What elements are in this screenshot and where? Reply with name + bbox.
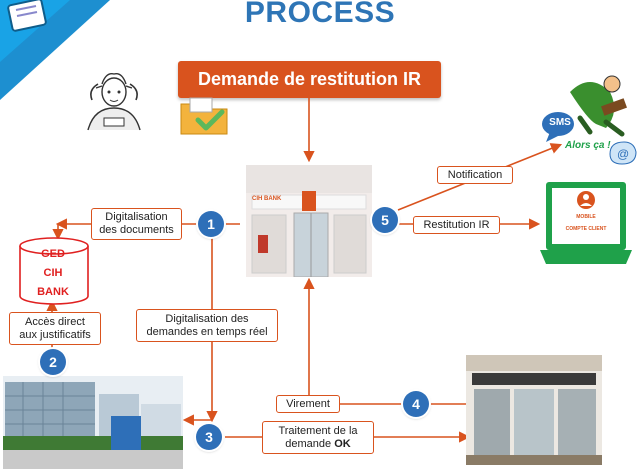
laptop-account-label: COMPTE CLIENT	[565, 226, 607, 232]
svg-text:@: @	[617, 147, 629, 161]
step-2-badge: 2	[40, 349, 66, 375]
laptop-mobile-label: MOBILE	[576, 214, 596, 220]
label-restitution: Restitution IR	[413, 216, 500, 234]
sms-text: SMS	[549, 117, 571, 128]
tablet-corner-icon	[0, 0, 110, 100]
step-4-badge: 4	[403, 391, 429, 417]
stressed-person-icon	[87, 73, 141, 131]
traitement-ok: OK	[334, 437, 351, 450]
ged-database-icon	[19, 237, 89, 305]
label-notification: Notification	[437, 166, 513, 184]
ministry-building	[466, 355, 602, 465]
label-virement: Virement	[276, 395, 340, 413]
step-1-badge: 1	[198, 211, 224, 237]
sms-notification-icon: @	[542, 75, 637, 165]
page-title: PROCESS	[244, 0, 396, 29]
alors-ca-text: Alors ça !	[565, 140, 611, 151]
request-banner: Demande de restitution IR	[178, 61, 441, 98]
office-building	[3, 376, 183, 469]
laptop-account-icon	[540, 182, 632, 264]
cih-bank-branch	[246, 165, 372, 277]
step-5-badge: 5	[372, 207, 398, 233]
bank-sign: CIH BANK	[252, 196, 282, 202]
folder-check-icon	[180, 97, 228, 135]
step-3-badge: 3	[196, 424, 222, 450]
